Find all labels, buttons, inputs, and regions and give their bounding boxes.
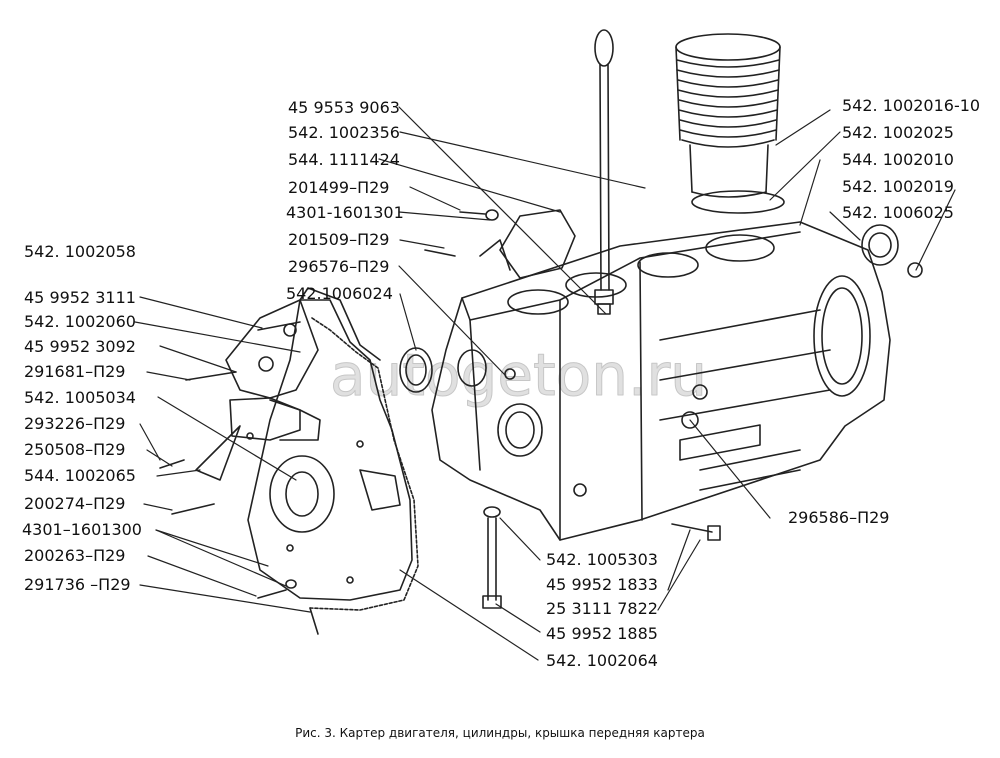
engine-block (431, 209, 891, 541)
label-544-1111424: 544. 1111424 (288, 150, 400, 169)
label-544-1002065: 544. 1002065 (24, 466, 136, 485)
label-542-1005034: 542. 1005034 (24, 388, 136, 407)
watermark-text: autogeton.ru (330, 341, 707, 409)
label-542-1002064: 542. 1002064 (546, 651, 658, 670)
label-291736: 291736 –П29 (24, 575, 131, 594)
label-459553-9063: 45 9553 9063 (288, 98, 400, 117)
label-296576: 296576–П29 (288, 257, 390, 276)
label-459952-1885: 45 9952 1885 (546, 624, 658, 643)
label-291681: 291681–П29 (24, 362, 126, 381)
leader-lines (134, 106, 956, 661)
gasket (309, 317, 419, 611)
label-293226: 293226–П29 (24, 414, 126, 433)
label-296586: 296586–П29 (788, 508, 890, 527)
label-542-1006025: 542. 1006025 (842, 203, 954, 222)
label-4301-1601301: 4301-1601301 (286, 203, 404, 222)
fasteners (159, 209, 721, 635)
dipstick (594, 29, 614, 315)
label-542-1002060: 542. 1002060 (24, 312, 136, 331)
label-201509: 201509–П29 (288, 230, 390, 249)
label-542-1002019: 542. 1002019 (842, 177, 954, 196)
label-542-1002058: 542. 1002058 (24, 242, 136, 261)
label-544-1002010: 544. 1002010 (842, 150, 954, 169)
cylinder-liner (675, 33, 785, 214)
bracket (225, 299, 319, 399)
label-25-3111-7822: 25 3111 7822 (546, 599, 658, 618)
figure-caption: Рис. 3. Картер двигателя, цилиндры, крыш… (295, 726, 705, 740)
label-459952-1833: 45 9952 1833 (546, 575, 658, 594)
label-542-1002356: 542. 1002356 (288, 123, 400, 142)
label-4301-1601300: 4301–1601300 (22, 520, 142, 539)
label-542-1006024: 542.1006024 (286, 284, 393, 303)
label-201499: 201499–П29 (288, 178, 390, 197)
label-200274: 200274–П29 (24, 494, 126, 513)
label-250508: 250508–П29 (24, 440, 126, 459)
label-200263: 200263–П29 (24, 546, 126, 565)
front-cover (229, 287, 413, 601)
label-542-1002016-10: 542. 1002016-10 (842, 96, 981, 115)
label-542-1002025: 542. 1002025 (842, 123, 954, 142)
label-459952-3092: 45 9952 3092 (24, 337, 136, 356)
label-459952-3111: 45 9952 3111 (24, 288, 136, 307)
label-542-1005303: 542. 1005303 (546, 550, 658, 569)
